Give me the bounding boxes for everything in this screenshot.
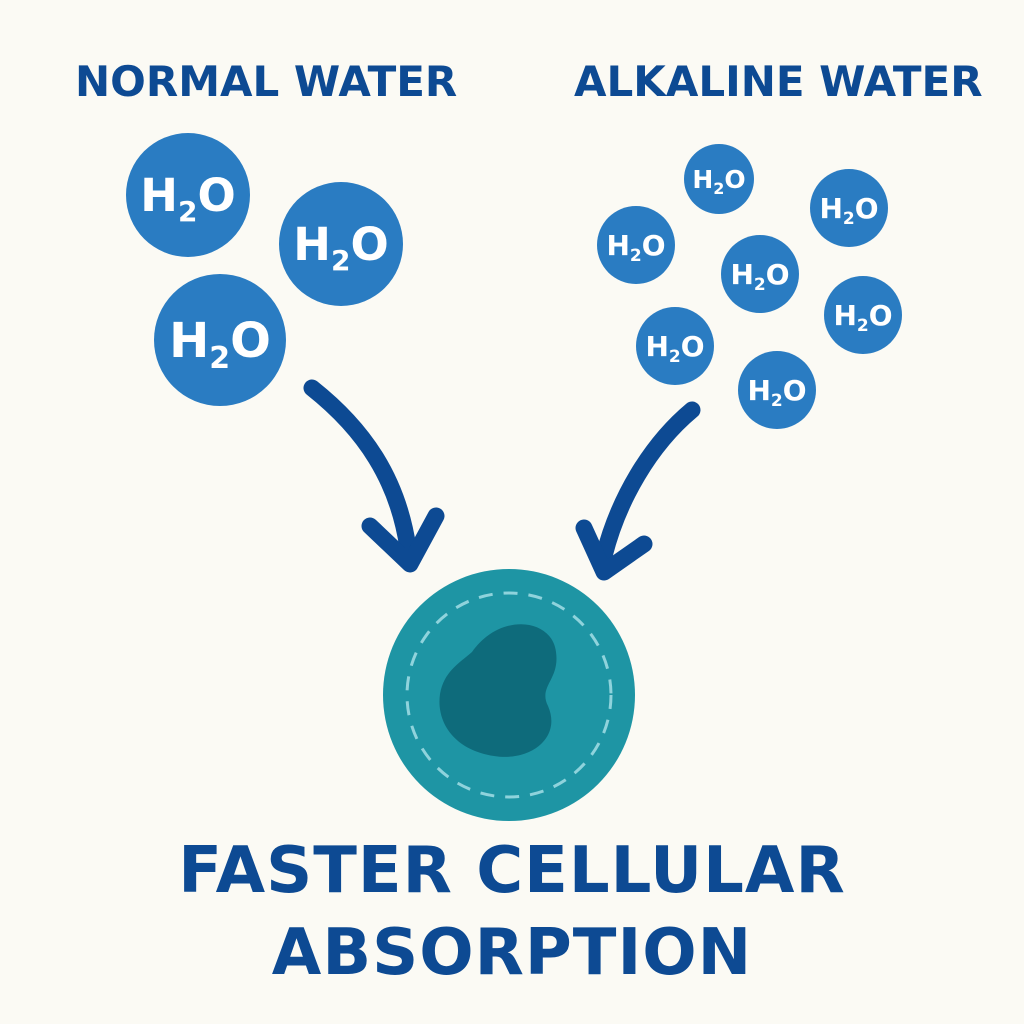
alkaline-water-molecules: H2O H2O H2O H2O H2O H2O H2O [597, 144, 902, 429]
h2o-label: H2O [747, 374, 806, 411]
alkaline-water-heading: ALKALINE WATER [574, 57, 983, 106]
molecule-circle [824, 276, 902, 354]
molecule-circle [597, 206, 675, 284]
normal-h2o-molecule: H2O [279, 182, 403, 306]
molecule-circle [154, 274, 286, 406]
arrow-alkaline-to-cell [575, 401, 701, 581]
h2o-label: H2O [645, 330, 704, 367]
h2o-label: H2O [692, 165, 745, 198]
h2o-label: H2O [833, 299, 892, 336]
alkaline-h2o-molecule: H2O [738, 351, 816, 429]
caption: FASTER CELLULAR ABSORPTION [0, 830, 1024, 994]
arrow-alkaline-head [575, 519, 653, 581]
molecule-circle [279, 182, 403, 306]
molecule-circle [721, 235, 799, 313]
normal-h2o-molecule: H2O [126, 133, 250, 257]
alkaline-h2o-molecule: H2O [684, 144, 754, 214]
alkaline-h2o-molecule: H2O [824, 276, 902, 354]
cell-membrane-dashes [405, 591, 613, 799]
alkaline-h2o-molecule: H2O [597, 206, 675, 284]
caption-line-2: ABSORPTION [271, 916, 753, 990]
molecule-circle [684, 144, 754, 214]
arrow-normal-to-cell [303, 379, 445, 573]
alkaline-h2o-molecule: H2O [636, 307, 714, 385]
molecule-circle [636, 307, 714, 385]
cell-nucleus [439, 624, 557, 757]
normal-h2o-molecule: H2O [154, 274, 286, 406]
h2o-label: H2O [819, 192, 878, 229]
cell-icon [383, 569, 635, 821]
molecule-circle [810, 169, 888, 247]
h2o-label: H2O [606, 229, 665, 266]
alkaline-h2o-molecule: H2O [721, 235, 799, 313]
molecule-circle [738, 351, 816, 429]
h2o-label: H2O [293, 218, 388, 277]
alkaline-h2o-molecule: H2O [810, 169, 888, 247]
molecule-circle [126, 133, 250, 257]
caption-line-1: FASTER CELLULAR [178, 834, 846, 908]
h2o-label: H2O [169, 313, 271, 376]
h2o-label: H2O [730, 258, 789, 295]
normal-water-molecules: H2O H2O H2O [126, 133, 403, 406]
arrow-normal-head [361, 507, 445, 573]
arrow-alkaline-shaft [595, 401, 701, 565]
h2o-label: H2O [140, 169, 235, 228]
normal-water-heading: NORMAL WATER [75, 57, 458, 106]
arrow-normal-shaft [303, 379, 417, 557]
